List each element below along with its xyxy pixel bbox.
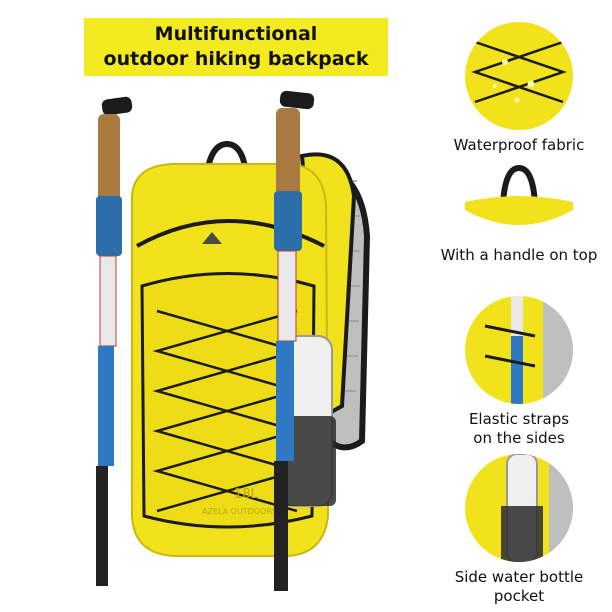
size-label: 18L	[234, 487, 259, 502]
feature-bottle-pocket: Side water bottle pocket	[444, 454, 594, 606]
feature-caption-4a: Side water bottle	[454, 568, 584, 586]
bungee-cord	[152, 309, 302, 513]
waterproof-fabric-thumbnail	[465, 22, 573, 130]
trekking-pole-right	[274, 90, 315, 591]
title-banner: Multifunctional outdoor hiking backpack	[84, 18, 388, 76]
feature-top-handle: With a handle on top	[441, 160, 597, 265]
feature-waterproof-fabric: Waterproof fabric	[444, 22, 594, 155]
feature-caption-4b: pocket	[493, 587, 545, 605]
feature-caption-1: Waterproof fabric	[453, 136, 585, 154]
bottle-pocket-thumbnail	[465, 454, 573, 562]
feature-caption-3a: Elastic straps	[468, 410, 570, 428]
feature-elastic-straps: Elastic straps on the sides	[444, 296, 594, 448]
title-line-1: Multifunctional	[154, 23, 318, 45]
top-handle	[204, 140, 249, 173]
elastic-straps-thumbnail	[465, 296, 573, 404]
title-line-2: outdoor hiking backpack	[103, 48, 369, 70]
top-handle-thumbnail	[465, 164, 573, 225]
trekking-pole-left	[96, 96, 133, 586]
brand-label: AZELA OUTDOORS	[202, 507, 277, 516]
backpack-with-poles-photo: 18L AZELA OUTDOORS	[96, 90, 371, 591]
logo-mountain-icon	[202, 232, 222, 244]
feature-caption-3b: on the sides	[473, 429, 565, 447]
feature-caption-2: With a handle on top	[440, 246, 598, 264]
